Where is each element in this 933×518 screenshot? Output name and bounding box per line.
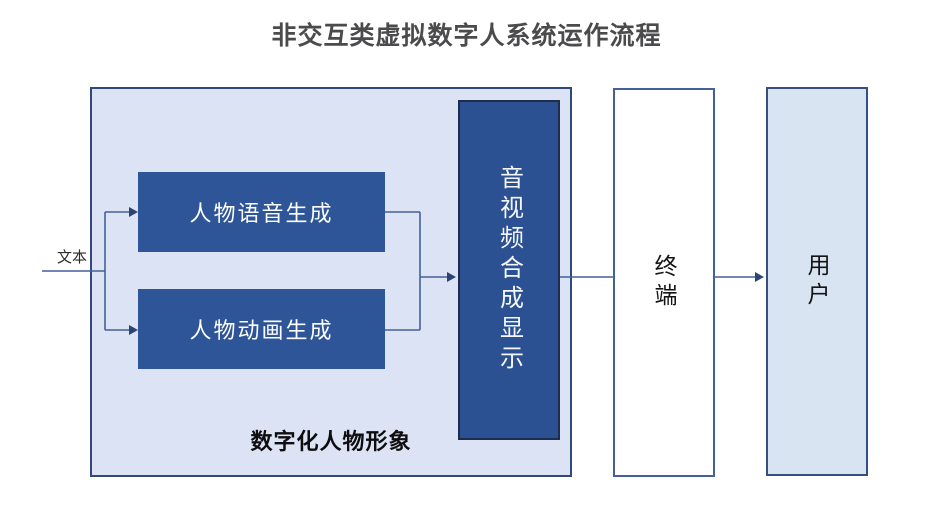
node-voice-generation-label: 人物语音生成	[189, 201, 334, 226]
node-user: 用户	[766, 87, 868, 476]
node-voice-generation: 人物语音生成	[138, 172, 385, 252]
node-av-synthesis-display: 音视频合成显示	[458, 100, 560, 440]
node-av-synthesis-display-label: 音视频合成显示	[495, 165, 523, 375]
node-terminal-label: 终端	[651, 253, 677, 312]
node-user-label: 用户	[804, 252, 830, 311]
node-terminal: 终端	[613, 88, 715, 477]
input-text-label: 文本	[56, 249, 87, 266]
node-animation-generation: 人物动画生成	[138, 289, 385, 369]
diagram-title: 非交互类虚拟数字人系统运作流程	[271, 22, 662, 50]
group-digital-character-label: 数字化人物形象	[250, 429, 412, 454]
node-animation-generation-label: 人物动画生成	[189, 318, 334, 343]
arrowhead-to-user	[755, 272, 764, 282]
